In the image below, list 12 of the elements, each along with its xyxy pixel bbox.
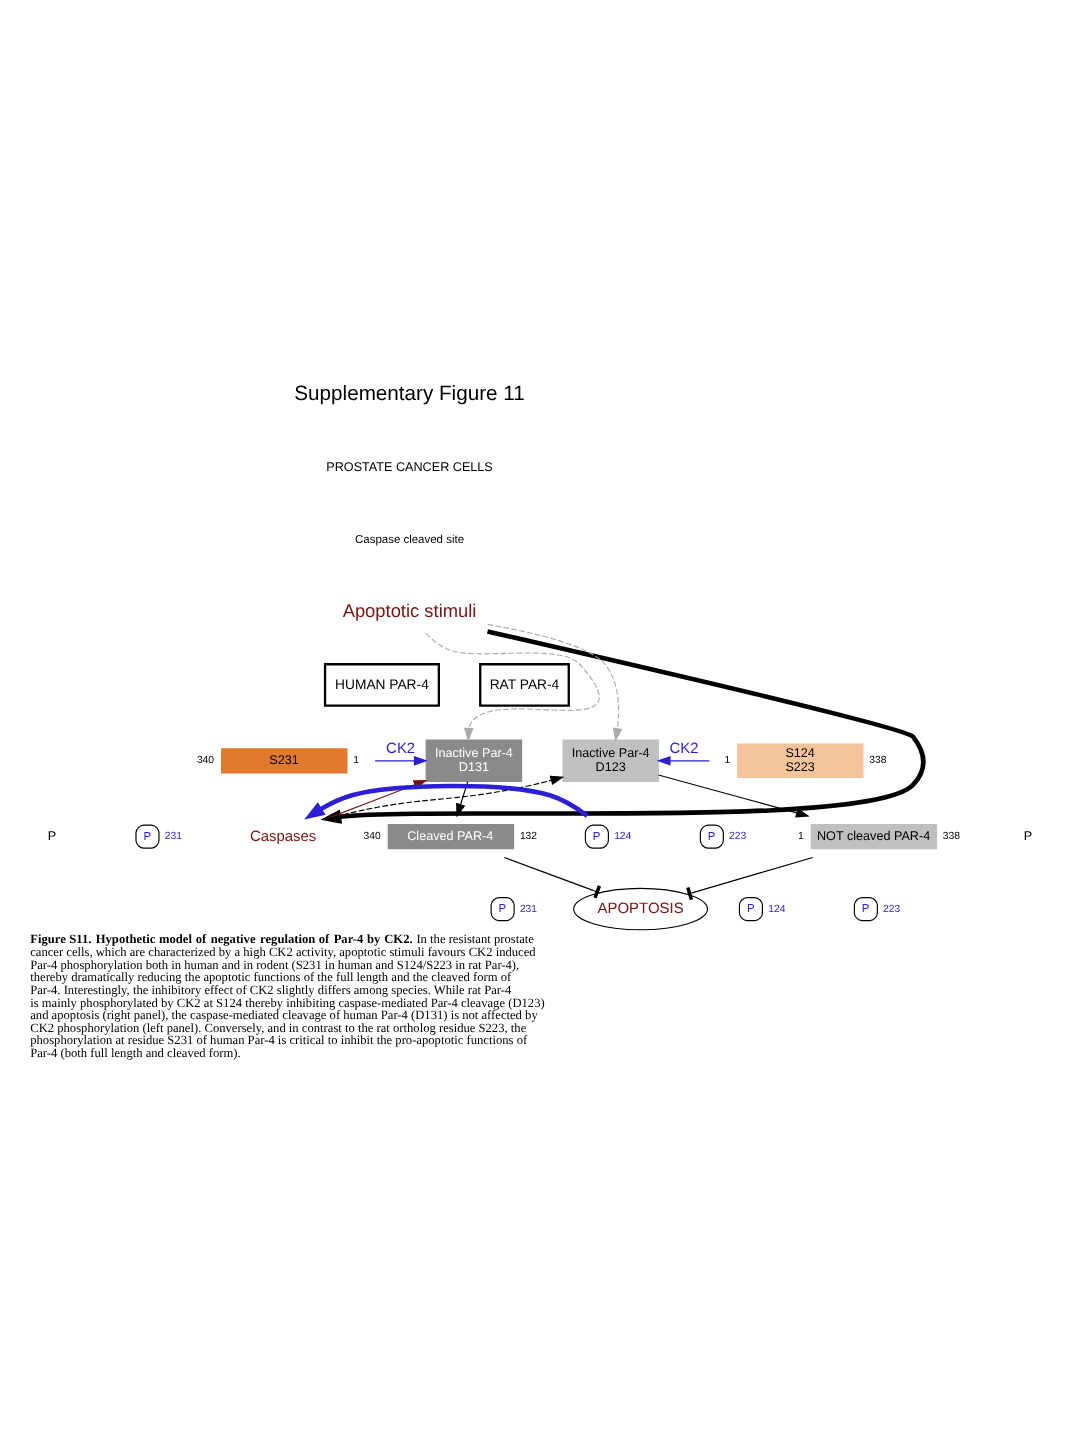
- arrow: [374, 755, 428, 766]
- arrow: [304, 783, 589, 820]
- connector: [503, 856, 601, 899]
- arrow: [487, 623, 623, 742]
- arrow: [656, 755, 711, 766]
- arrow: [657, 774, 810, 818]
- arrow: [456, 781, 469, 818]
- node-text: Apoptotic stimuli: [342, 600, 477, 621]
- arrow: [425, 632, 600, 742]
- arrow: [320, 629, 926, 824]
- connector: [686, 856, 814, 901]
- diagram-title: Supplementary Figure 11: [294, 384, 525, 407]
